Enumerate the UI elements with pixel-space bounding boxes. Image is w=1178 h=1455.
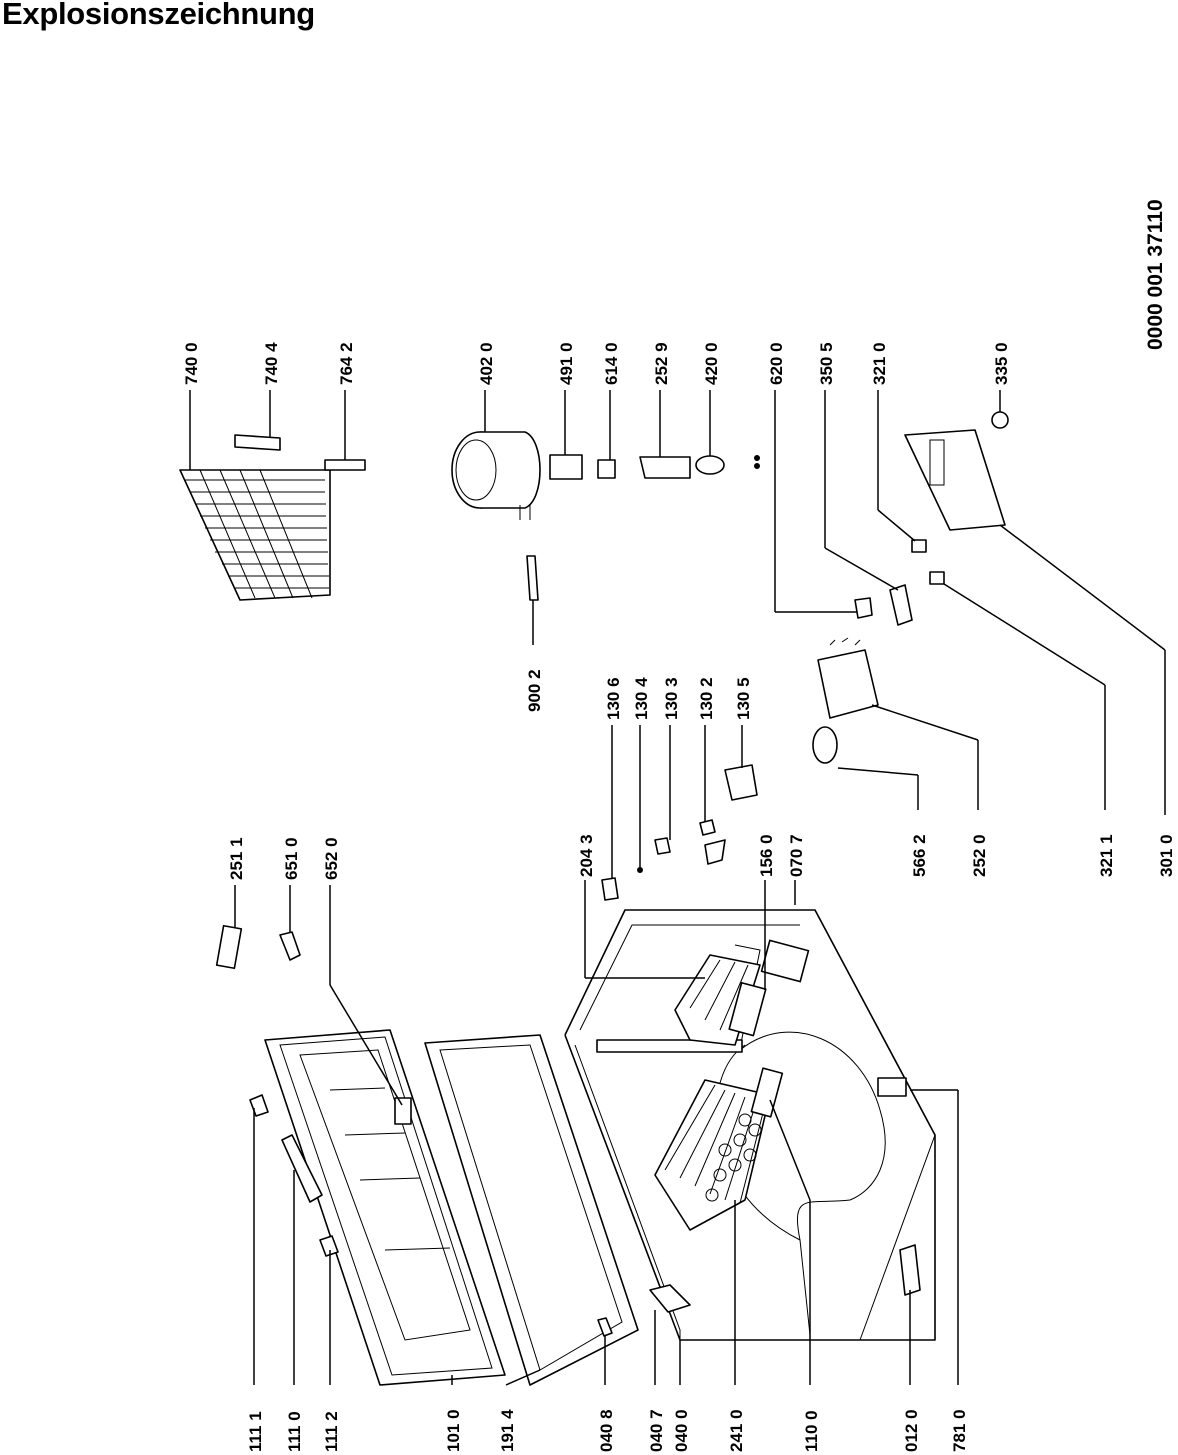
- callout-252-9: 252 9: [652, 342, 671, 385]
- callout-130-2: 130 2: [697, 677, 716, 720]
- callout-740-0: 740 0: [182, 342, 201, 385]
- callout-420-0: 420 0: [702, 342, 721, 385]
- callout-301-0: 301 0: [1157, 834, 1176, 877]
- compressor: [451, 431, 541, 520]
- callout-740-4: 740 4: [262, 342, 281, 385]
- callout-111-0: 111 0: [285, 1411, 304, 1452]
- callout-566-2: 566 2: [910, 834, 929, 877]
- basket: [654, 1079, 771, 1231]
- callout-350-5: 350 5: [817, 342, 836, 385]
- document-number: 0000 001 37110: [1144, 199, 1167, 350]
- callout-652-0: 652 0: [322, 837, 341, 880]
- small-parts: [215, 411, 1009, 1337]
- callout-900-2: 900 2: [525, 669, 544, 712]
- callout-335-0: 335 0: [992, 342, 1011, 385]
- callout-101-0: 101 0: [444, 1409, 463, 1452]
- callout-130-5: 130 5: [734, 677, 753, 720]
- callout-321-0: 321 0: [870, 342, 889, 385]
- freezer-cabinet: [564, 909, 936, 1341]
- callout-620-0: 620 0: [767, 342, 786, 385]
- callout-651-0: 651 0: [282, 837, 301, 880]
- callout-130-4: 130 4: [632, 677, 651, 720]
- callout-110-0: 110 0: [802, 1410, 821, 1452]
- callout-321-1: 321 1: [1097, 834, 1116, 877]
- leader-lines: [189, 390, 1166, 1386]
- callout-781-0: 781 0: [950, 1409, 969, 1452]
- callout-labels: 111 1 111 0 111 2 101 0 191 4 040 8 040 …: [182, 342, 1176, 1452]
- callout-191-4: 191 4: [498, 1409, 517, 1452]
- callout-070-7: 070 7: [787, 834, 806, 877]
- door-gasket: [424, 1034, 639, 1386]
- callout-130-6: 130 6: [604, 677, 623, 720]
- callout-491-0: 491 0: [557, 342, 576, 385]
- callout-040-0: 040 0: [672, 1409, 691, 1452]
- callout-111-2: 111 2: [322, 1411, 341, 1452]
- callout-111-1: 111 1: [246, 1411, 265, 1452]
- page-title: Explosionszeichnung: [2, 0, 315, 31]
- callout-402-0: 402 0: [477, 342, 496, 385]
- callout-040-8: 040 8: [597, 1409, 616, 1452]
- callout-204-3: 204 3: [577, 834, 596, 877]
- callout-130-3: 130 3: [662, 677, 681, 720]
- callout-241-0: 241 0: [727, 1409, 746, 1452]
- callout-614-0: 614 0: [602, 342, 621, 385]
- freezer-lid: [264, 1029, 506, 1386]
- evaporator-coil: [179, 469, 345, 601]
- callout-252-0: 252 0: [970, 834, 989, 877]
- callout-040-7: 040 7: [647, 1409, 666, 1452]
- callout-012-0: 012 0: [902, 1409, 921, 1452]
- callout-764-2: 764 2: [337, 342, 356, 385]
- callout-251-1: 251 1: [227, 837, 246, 880]
- callout-156-0: 156 0: [757, 834, 776, 877]
